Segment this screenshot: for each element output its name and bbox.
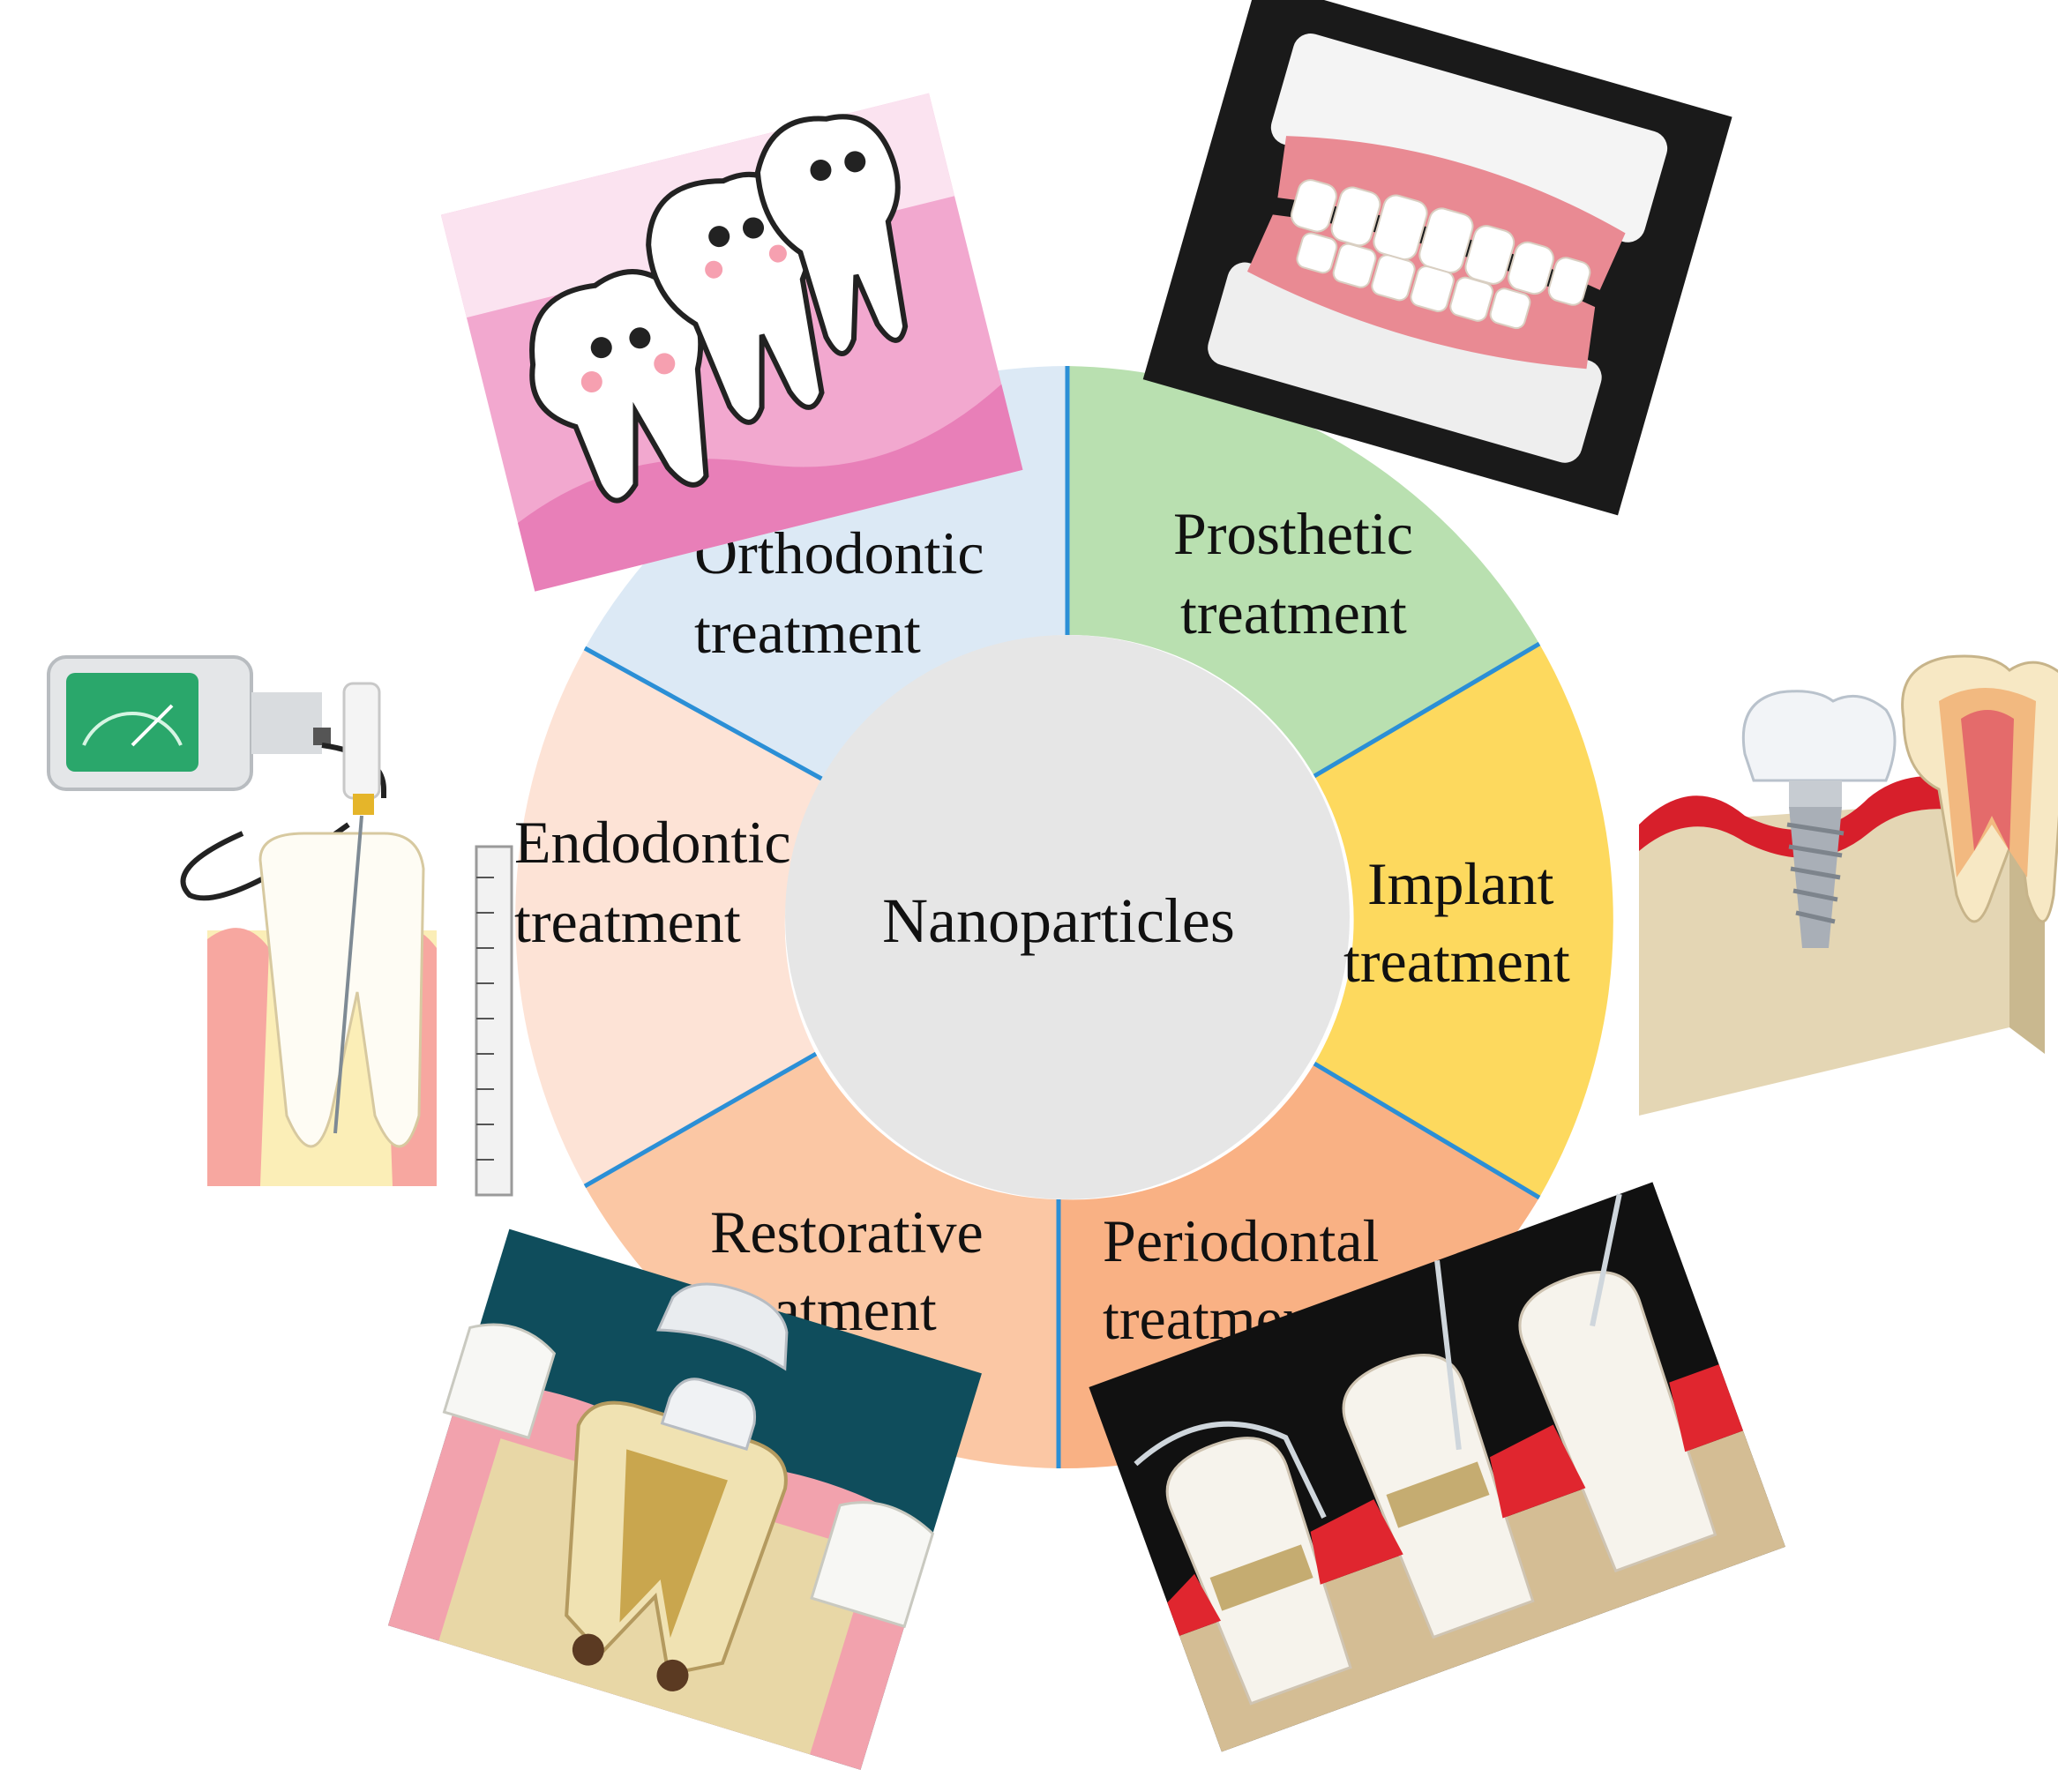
label-periodontal-line1: Periodontal bbox=[1103, 1207, 1380, 1274]
tooth-crown-restoration-icon bbox=[387, 1228, 982, 1770]
divider-line bbox=[583, 646, 827, 783]
dental-implant-cross-section-icon bbox=[1639, 654, 2058, 1116]
label-prosthetic-line1: Prosthetic bbox=[1173, 500, 1413, 567]
segment-dividers bbox=[583, 366, 1541, 1468]
center-label: Nanoparticles bbox=[882, 885, 1235, 956]
segment-endodontic bbox=[515, 648, 825, 1186]
denture-model-icon bbox=[1142, 0, 1732, 516]
label-endodontic-line2: treatment bbox=[514, 888, 741, 955]
center-circle bbox=[785, 635, 1350, 1199]
root-canal-apex-locator-icon bbox=[47, 655, 513, 1197]
segment-prosthetic bbox=[1067, 366, 1539, 776]
periodontal-scaling-icon bbox=[1089, 1182, 1785, 1752]
crooked-teeth-cartoon-icon bbox=[440, 93, 1023, 592]
label-implant-line2: treatment bbox=[1343, 928, 1570, 995]
divider-line bbox=[583, 1051, 818, 1189]
label-implant-line1: Implant bbox=[1367, 850, 1554, 917]
segment-implant bbox=[1314, 644, 1613, 1198]
label-orthodontic-line2: treatment bbox=[694, 599, 921, 666]
divider-line bbox=[1313, 1061, 1541, 1200]
label-prosthetic-line2: treatment bbox=[1180, 579, 1407, 646]
divider-line bbox=[1313, 641, 1541, 779]
label-restorative-line1: Restorative bbox=[710, 1198, 984, 1266]
label-endodontic-line1: Endodontic bbox=[514, 809, 791, 876]
